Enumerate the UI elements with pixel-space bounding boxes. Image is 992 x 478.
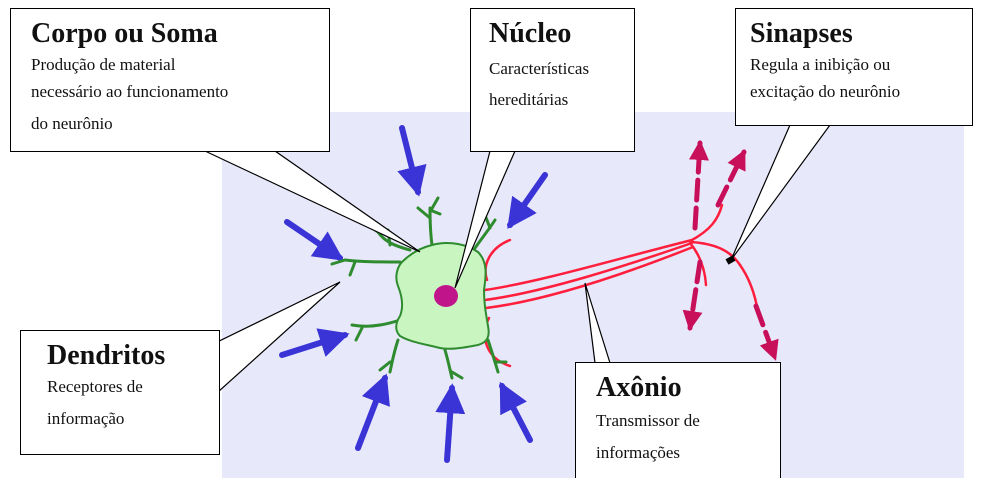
callout-desc-line: informações xyxy=(596,440,774,466)
callout-desc-line: Transmissor de xyxy=(596,408,774,434)
callout-title: Dendritos xyxy=(47,341,213,372)
callout-nucleo: Núcleo Características hereditárias xyxy=(470,8,635,152)
callout-title: Axônio xyxy=(596,373,774,404)
callout-dendritos: Dendritos Receptores de informação xyxy=(20,330,220,455)
callout-corpo-ou-soma: Corpo ou Soma Produção de material neces… xyxy=(10,8,330,152)
nucleus xyxy=(434,285,458,307)
callout-desc-line: necessário ao funcionamento xyxy=(31,79,311,105)
callout-desc-line: informação xyxy=(47,406,213,432)
callout-desc-line: do neurônio xyxy=(31,111,311,137)
callout-desc-line: Características xyxy=(489,56,624,82)
callout-title: Núcleo xyxy=(489,19,624,50)
callout-axonio: Axônio Transmissor de informações xyxy=(575,362,781,478)
callout-desc-line: Produção de material xyxy=(31,52,311,78)
callout-desc-line: hereditárias xyxy=(489,87,624,113)
callout-title: Corpo ou Soma xyxy=(31,19,311,50)
callout-sinapses: Sinapses Regula a inibição ou excitação … xyxy=(735,8,973,126)
callout-desc-line: Receptores de xyxy=(47,374,213,400)
synapse-marker xyxy=(727,258,734,262)
callout-desc-line: excitação do neurônio xyxy=(750,79,964,105)
callout-desc-line: Regula a inibição ou xyxy=(750,52,964,78)
callout-title: Sinapses xyxy=(750,19,964,50)
